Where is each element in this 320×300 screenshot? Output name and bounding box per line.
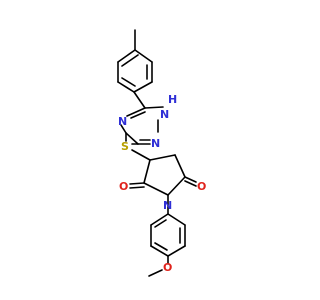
imide-nitrogen-label: N [163, 199, 172, 212]
carbonyl-oxygen-right-label: O [197, 180, 206, 193]
triazole-n4-label: N [118, 115, 127, 128]
carbonyl-oxygen-left-label: O [119, 180, 128, 193]
structure-canvas: S N N N H O O N O [117, 29, 207, 277]
atom-labels: S N N N H O O N O [118, 93, 206, 274]
bond-lines [117, 29, 197, 277]
triazole-n2-label: N [151, 137, 160, 150]
methoxy-oxygen-label: O [163, 261, 172, 274]
molecule-diagram: S N N N H O O N O [117, 29, 206, 277]
sulfur-atom-label: S [121, 140, 129, 153]
triazole-n1-label: N [160, 108, 169, 121]
triazole-n1-hydrogen-label: H [168, 93, 177, 106]
